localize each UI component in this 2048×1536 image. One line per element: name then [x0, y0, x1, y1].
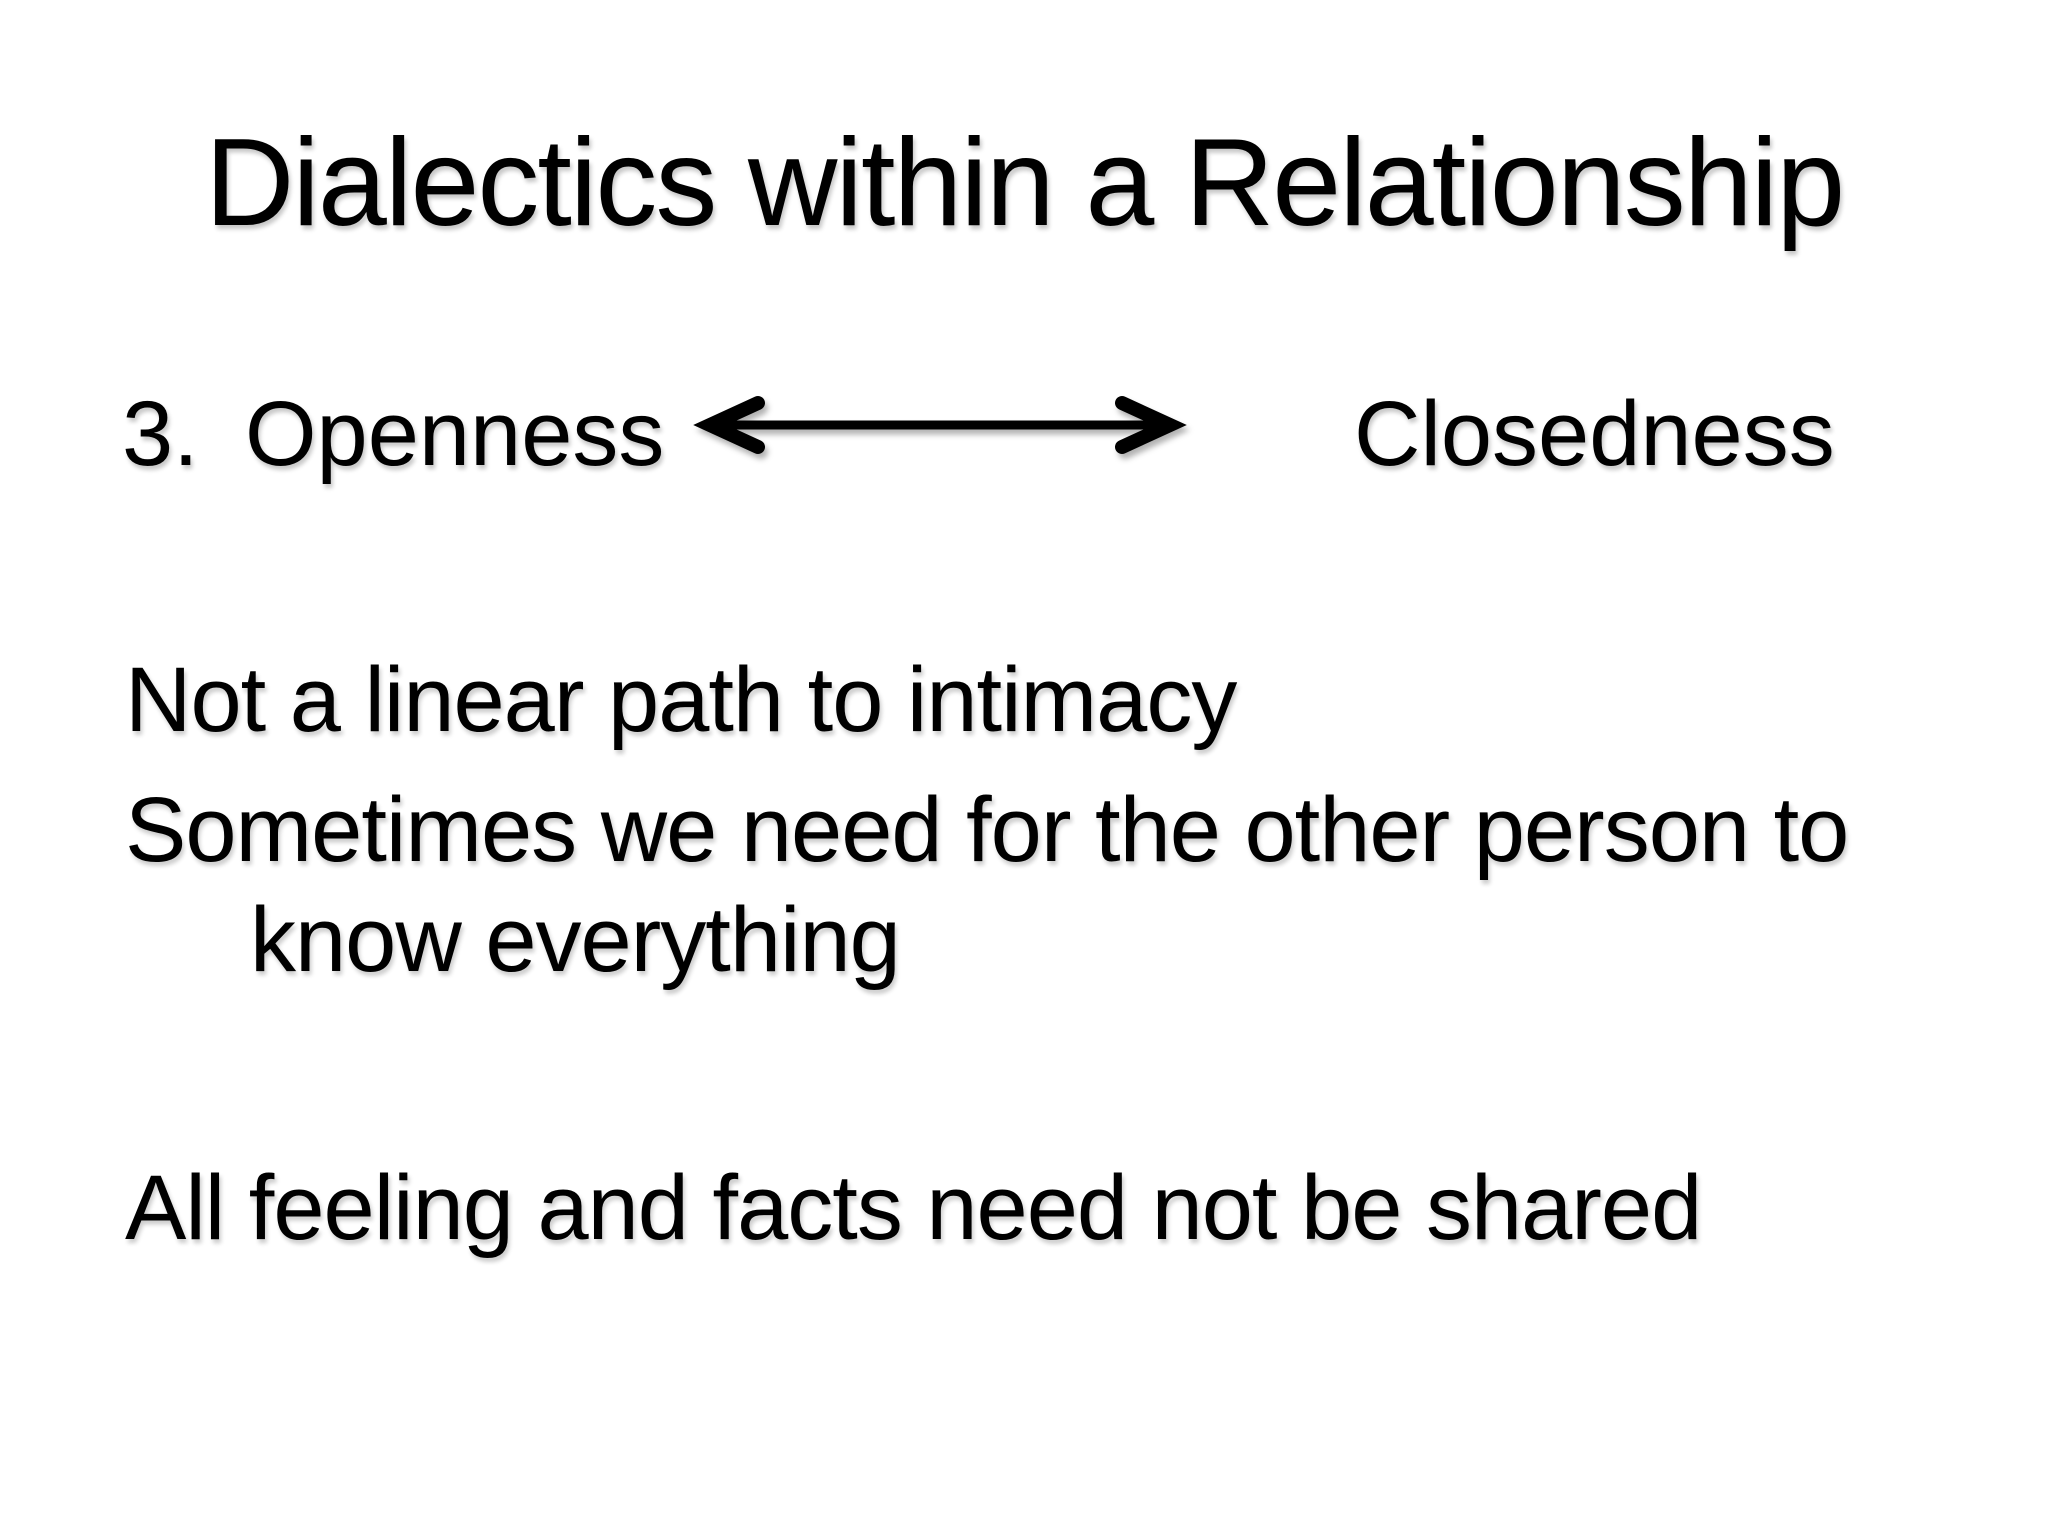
body-line-not-linear: Not a linear path to intimacy [125, 649, 1237, 751]
dialectic-list-number: 3. [122, 383, 199, 485]
body-line-sometimes-continuation: know everything [250, 889, 901, 991]
dialectic-term-openness: Openness [245, 383, 665, 485]
slide-title: Dialectics within a Relationship [204, 114, 1845, 252]
dialectic-row: 3. Openness Closedness [0, 383, 2048, 494]
body-line-sometimes: Sometimes we need for the other person t… [125, 779, 1849, 881]
double-arrow-icon [693, 396, 1187, 454]
body-line-all-feeling: All feeling and facts need not be shared [125, 1157, 1702, 1259]
dialectic-term-closedness: Closedness [1354, 383, 1835, 485]
